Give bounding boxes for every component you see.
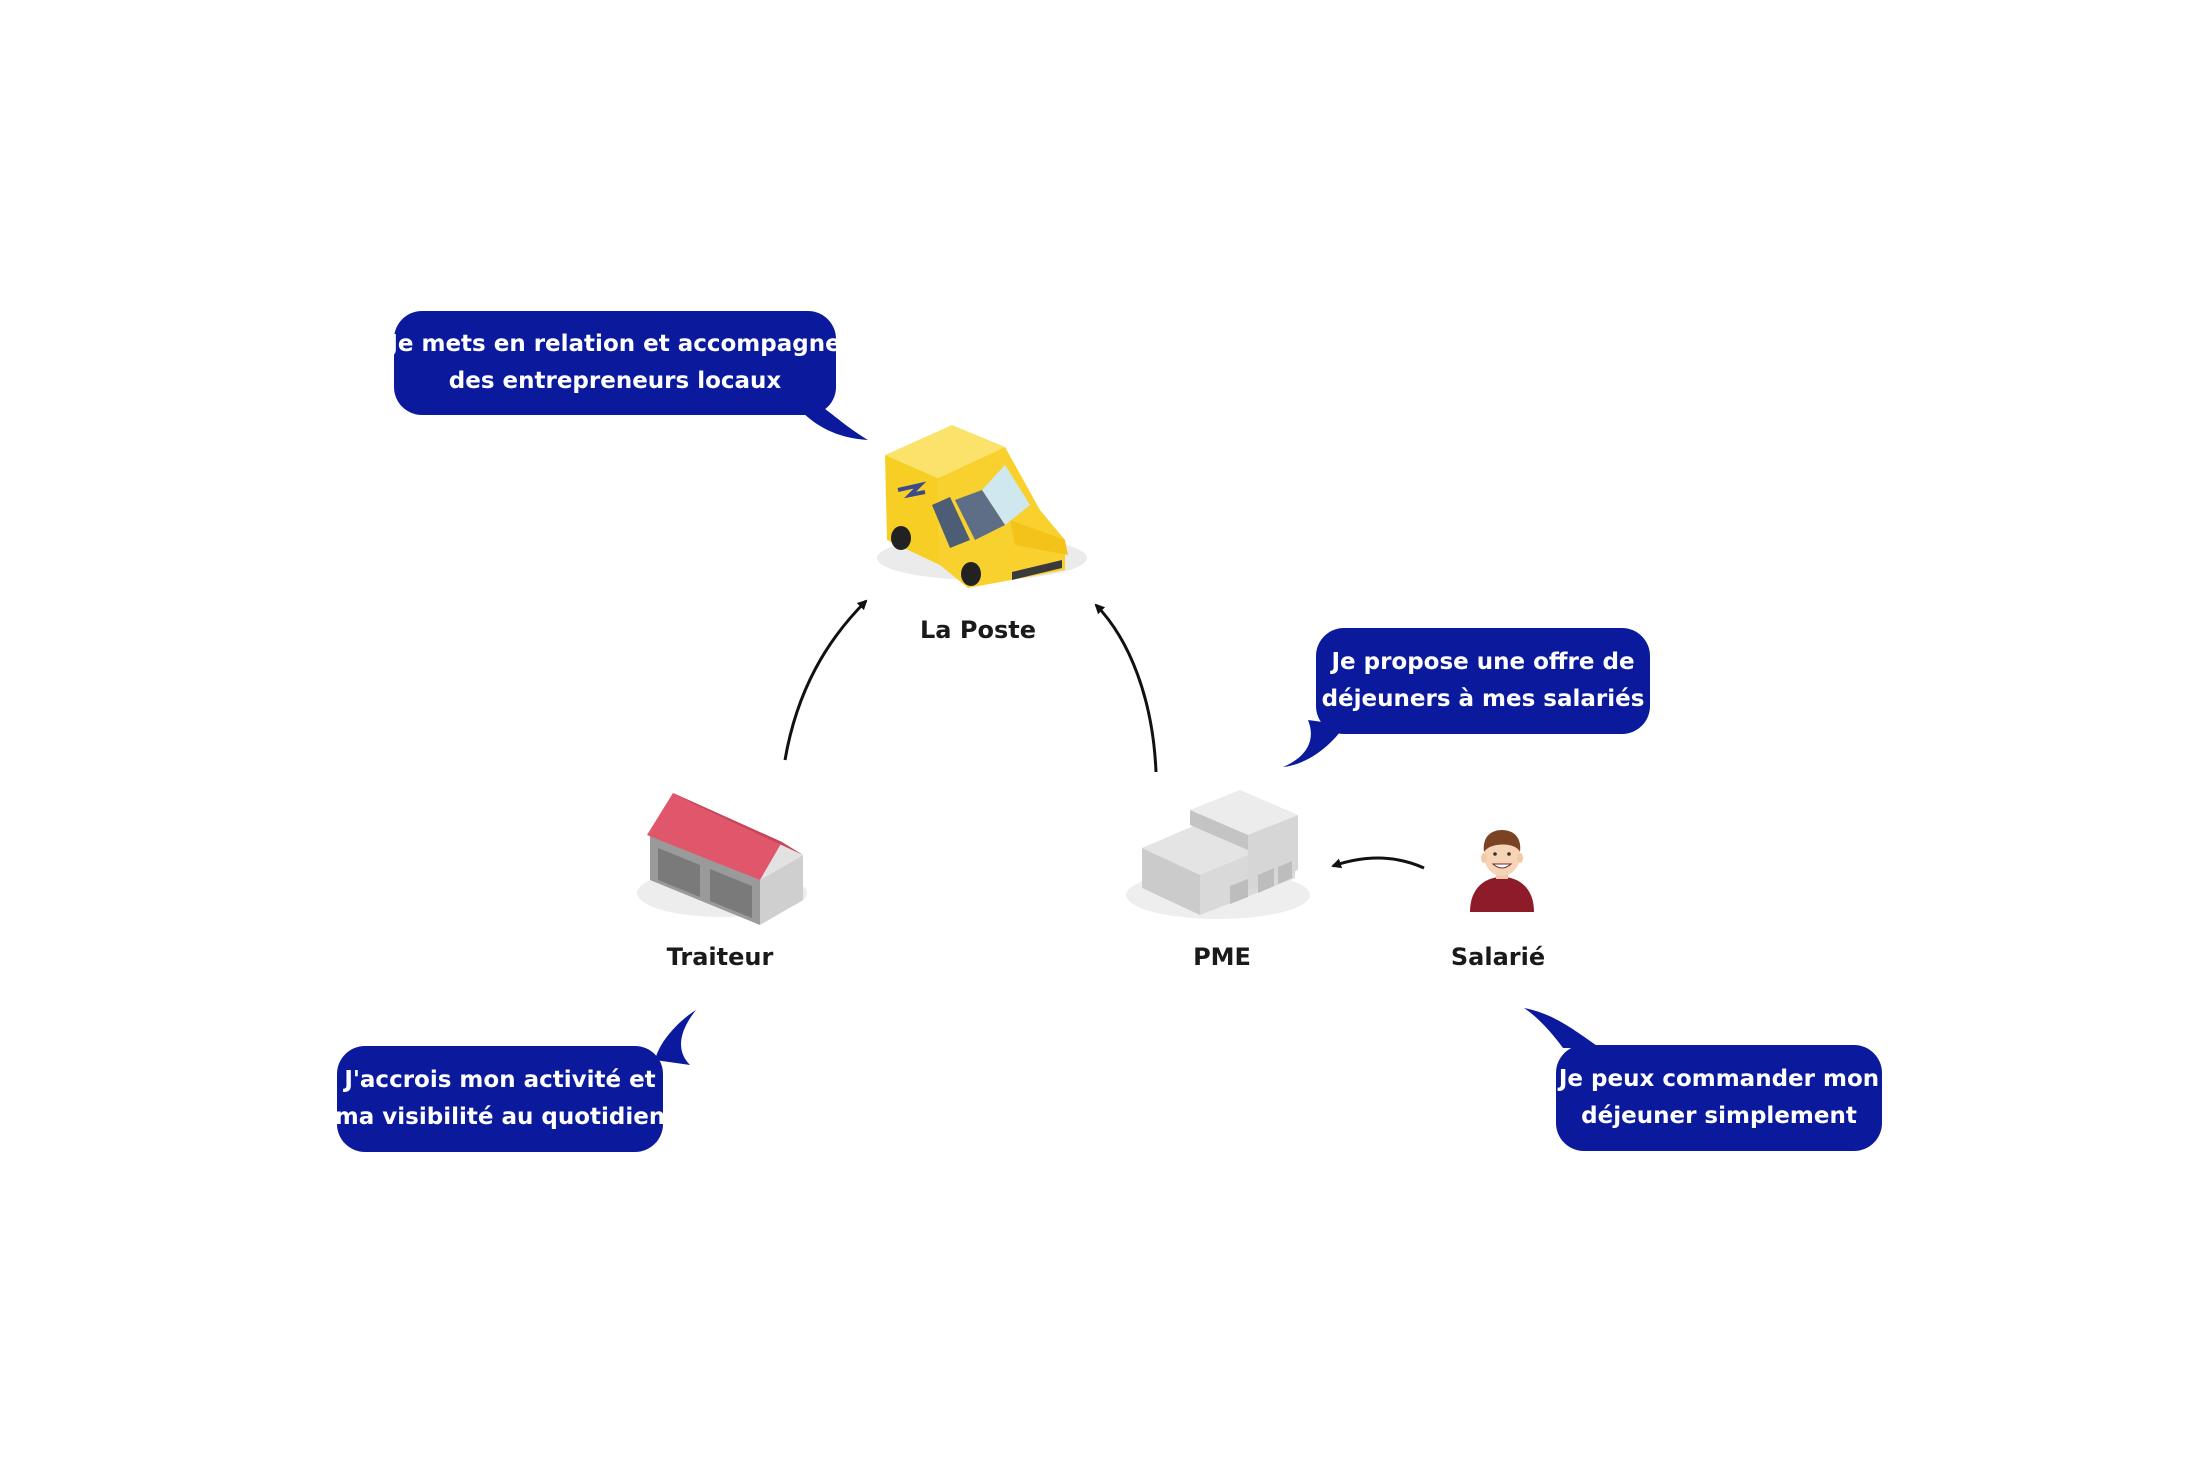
speech-bubble-la-poste: Je mets en relation et accompagne des en… bbox=[389, 311, 841, 415]
speech-bubble-salarie-line2: déjeuner simplement bbox=[1581, 1103, 1857, 1129]
speech-bubble-salarie: Je peux commander mon déjeuner simplemen… bbox=[1556, 1045, 1882, 1151]
bubble-tail-pme bbox=[1283, 720, 1345, 767]
arrow-salarie-to-pme bbox=[1331, 856, 1425, 870]
speech-bubble-la-poste-line1: Je mets en relation et accompagne bbox=[389, 331, 841, 357]
speech-bubble-salarie-line1: Je peux commander mon bbox=[1558, 1066, 1880, 1092]
speech-bubble-traiteur-line2: ma visibilité au quotidien bbox=[334, 1104, 666, 1130]
node-label-pme: PME bbox=[1193, 943, 1251, 971]
speech-bubble-traiteur-line1: J'accrois mon activité et bbox=[344, 1067, 656, 1093]
speech-bubble-traiteur: J'accrois mon activité et ma visibilité … bbox=[334, 1046, 666, 1152]
node-label-traiteur: Traiteur bbox=[666, 943, 774, 971]
node-label-salarie: Salarié bbox=[1450, 943, 1546, 971]
speech-bubble-la-poste-line2: des entrepreneurs locaux bbox=[448, 368, 782, 394]
bubble-tail-traiteur bbox=[655, 1010, 696, 1065]
shop-icon bbox=[637, 793, 807, 925]
van-icon bbox=[877, 425, 1087, 588]
bubble-tail-salarie bbox=[1524, 1008, 1600, 1048]
arrow-pme-to-la-poste bbox=[1094, 603, 1158, 773]
speech-bubble-pme-line1: Je propose une offre de bbox=[1331, 649, 1635, 675]
person-icon bbox=[1470, 830, 1534, 912]
node-label-la-poste: La Poste bbox=[920, 616, 1036, 644]
arrow-traiteur-to-la-poste bbox=[783, 599, 868, 761]
office-icon bbox=[1126, 790, 1310, 919]
speech-bubble-pme-line2: déjeuners à mes salariés bbox=[1321, 686, 1645, 712]
speech-bubble-pme: Je propose une offre de déjeuners à mes … bbox=[1316, 628, 1650, 734]
